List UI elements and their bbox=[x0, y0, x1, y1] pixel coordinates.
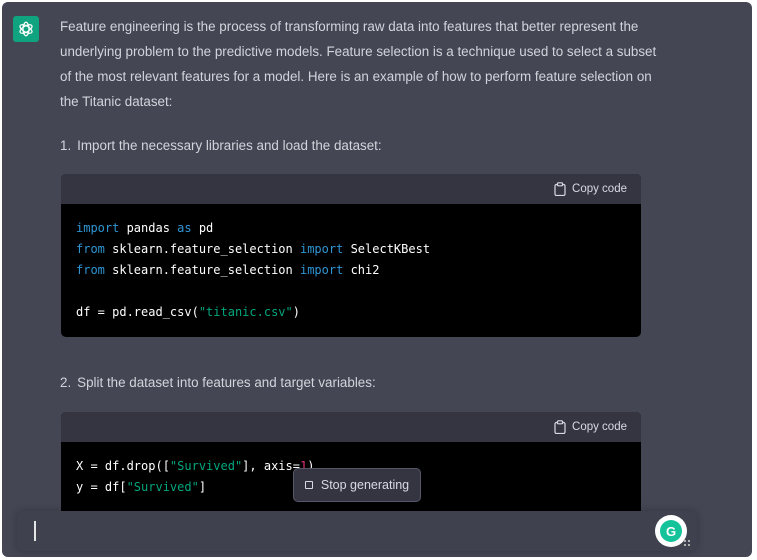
code-block: Copy code X = df.drop(["Survived"], axis… bbox=[61, 412, 641, 522]
assistant-avatar bbox=[13, 16, 39, 42]
stop-generating-label: Stop generating bbox=[320, 478, 410, 492]
code-line: y = df["Survived"] bbox=[76, 480, 207, 494]
copy-code-label: Copy code bbox=[572, 421, 627, 433]
code-block-header: Copy code bbox=[61, 412, 641, 442]
step-item: 1. Import the necessary libraries and lo… bbox=[60, 136, 382, 156]
code-content[interactable]: X = df.drop(["Survived"], axis=1) y = df[… bbox=[61, 442, 641, 498]
code-line: import pandas as pd bbox=[76, 221, 214, 235]
message-paragraph: Feature engineering is the process of tr… bbox=[60, 19, 657, 109]
step-text: Import the necessary libraries and load … bbox=[77, 138, 382, 153]
copy-code-button[interactable]: Copy code bbox=[554, 420, 627, 434]
openai-logo-icon bbox=[19, 21, 33, 37]
grammarly-icon[interactable]: G bbox=[655, 515, 687, 547]
text-caret bbox=[34, 521, 36, 541]
code-block-header: Copy code bbox=[61, 174, 641, 204]
resize-handle-icon[interactable] bbox=[683, 539, 691, 547]
step-item: 2. Split the dataset into features and t… bbox=[60, 373, 376, 393]
step-number: 2. bbox=[60, 375, 72, 390]
copy-code-label: Copy code bbox=[572, 183, 627, 195]
code-line: from sklearn.feature_selection import Se… bbox=[76, 242, 431, 256]
code-line: X = df.drop(["Survived"], axis=1) bbox=[76, 459, 315, 473]
step-text: Split the dataset into features and targ… bbox=[77, 375, 376, 390]
code-line-blank bbox=[76, 281, 626, 302]
code-line: df = pd.read_csv("titanic.csv") bbox=[76, 305, 300, 319]
step-number: 1. bbox=[60, 138, 72, 153]
stop-icon bbox=[304, 481, 313, 489]
code-content[interactable]: import pandas as pd from sklearn.feature_… bbox=[61, 204, 641, 323]
copy-code-button[interactable]: Copy code bbox=[554, 182, 627, 196]
grammarly-badge-icon: G bbox=[660, 520, 682, 542]
clipboard-icon bbox=[554, 420, 566, 434]
clipboard-icon bbox=[554, 182, 566, 196]
chat-input[interactable] bbox=[17, 511, 697, 551]
stop-generating-button[interactable]: Stop generating bbox=[293, 468, 421, 502]
code-line: from sklearn.feature_selection import ch… bbox=[76, 263, 380, 277]
assistant-message: Feature engineering is the process of tr… bbox=[60, 14, 660, 114]
code-block: Copy code import pandas as pd from sklear… bbox=[61, 174, 641, 337]
